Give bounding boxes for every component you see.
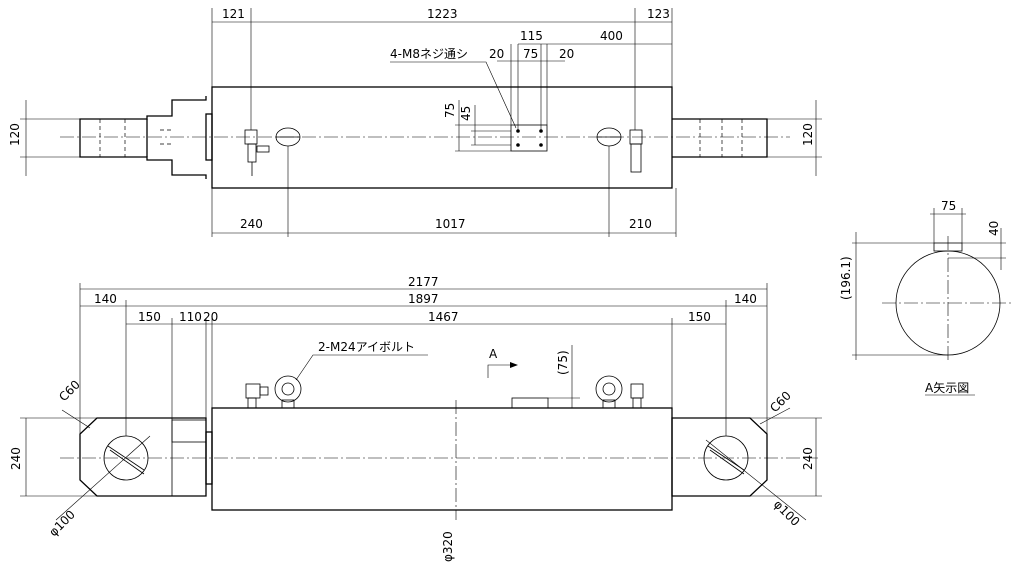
dim-left-rod: 121 <box>222 7 245 21</box>
dim-right-rod: 123 <box>647 7 670 21</box>
dim-chamfer-left: C60 <box>56 377 83 404</box>
front-fitting-left <box>245 383 269 409</box>
view-a-pad-width: 75 <box>941 199 956 213</box>
dim-bottom-mid: 1017 <box>435 217 466 231</box>
dim-right-end: 140 <box>734 292 757 306</box>
top-dim-pad: 115 400 20 75 20 4-M8ネジ通シ 75 45 <box>390 29 672 151</box>
dim-front-pad-height: (75) <box>556 350 570 375</box>
view-a-pad-height: 40 <box>987 221 1001 236</box>
front-chamfer-labels: C60 C60 <box>56 377 794 429</box>
dim-left-clevis: 150 <box>138 310 161 324</box>
dim-clevis-left-height: 120 <box>8 123 22 146</box>
view-a-height: (196.1) <box>839 256 853 300</box>
dim-clevis-right-height: 120 <box>801 123 815 146</box>
front-left-clevis <box>79 417 207 497</box>
dim-right-to-pad: 400 <box>600 29 623 43</box>
dim-pin-right: φ100 <box>771 497 803 529</box>
dim-left-end: 140 <box>94 292 117 306</box>
dim-overall: 2177 <box>408 275 439 289</box>
top-dim-clevis: 120 120 <box>8 100 822 176</box>
front-mounting-pad <box>511 397 549 409</box>
top-left-clevis <box>79 96 207 179</box>
top-eye-bolt-right <box>596 127 622 147</box>
front-right-clevis <box>671 417 768 497</box>
dim-pad-width: 75 <box>523 47 538 61</box>
dim-body: 1467 <box>428 310 459 324</box>
dim-pad-hole-pitch: 45 <box>459 106 473 121</box>
front-pin-diameters: φ100 φ100 <box>46 435 807 539</box>
dim-pin-to-pin: 1897 <box>408 292 439 306</box>
dim-bottom-right: 210 <box>629 217 652 231</box>
dim-left-neck: 110 <box>179 310 202 324</box>
dim-diameter: φ320 <box>441 531 455 562</box>
top-fitting-right <box>629 129 643 173</box>
top-fitting-left <box>244 129 270 176</box>
dim-right-clevis: 150 <box>688 310 711 324</box>
top-cylinder-body <box>211 86 673 189</box>
dim-pin-left: φ100 <box>46 507 78 539</box>
top-mounting-pad <box>455 124 548 152</box>
top-eye-bolt-left <box>275 127 301 147</box>
dim-pad-left-offset: 20 <box>489 47 504 61</box>
dim-bottom-left: 240 <box>240 217 263 231</box>
view-arrow-label: A <box>489 347 498 361</box>
dim-left-flange: 20 <box>203 310 218 324</box>
front-dim-heights: 240 240 <box>9 417 822 497</box>
dim-hole-span: 115 <box>520 29 543 43</box>
view-a-title: A矢示図 <box>925 381 969 395</box>
front-dim-extensions <box>79 283 768 436</box>
note-tapped-holes: 4-M8ネジ通シ <box>390 47 468 61</box>
top-dim-row-2: 240 1017 210 <box>211 146 677 237</box>
dim-pad-right-offset: 20 <box>559 47 574 61</box>
view-a: 75 40 (196.1) A矢示図 <box>839 199 1014 396</box>
eye-bolt-leader <box>295 354 428 381</box>
front-fitting-right <box>630 383 644 409</box>
dim-pad-height: 75 <box>443 103 457 118</box>
top-dim-row-1: 121 1223 123 <box>211 7 673 130</box>
front-view: A 2-M24アイボルト (75) 2177 1897 140 140 150 … <box>9 275 822 562</box>
top-view: 121 1223 123 115 400 20 75 20 4-M8ネジ通シ 7… <box>8 7 822 237</box>
view-arrow-a: A <box>487 347 518 378</box>
dim-chamfer-right: C60 <box>767 388 794 415</box>
top-right-clevis <box>672 118 768 158</box>
dim-height-right: 240 <box>801 447 815 470</box>
note-eye-bolts: 2-M24アイボルト <box>318 340 415 354</box>
dim-height-left: 240 <box>9 447 23 470</box>
front-eye-bolt-left <box>274 375 302 409</box>
front-cylinder-body <box>211 407 673 511</box>
dim-body-length: 1223 <box>427 7 458 21</box>
front-eye-bolt-right <box>595 375 623 409</box>
